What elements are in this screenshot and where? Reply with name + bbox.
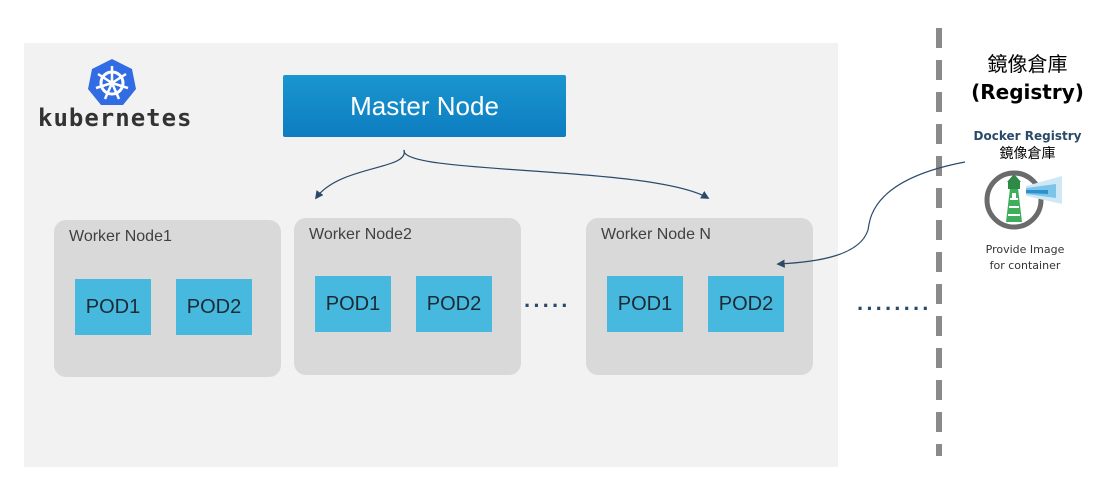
registry-description-line2: for container xyxy=(989,259,1061,272)
worker-node-label: Worker Node2 xyxy=(309,226,412,243)
worker-node-2: Worker Node2 POD1 POD2 xyxy=(294,218,521,375)
pod-box: POD2 xyxy=(176,279,252,335)
kubernetes-logo-icon xyxy=(88,59,136,105)
docker-registry-label: Docker Registry 鏡像倉庫 xyxy=(960,127,1095,163)
worker-node-label: Worker Node1 xyxy=(69,228,172,245)
registry-title: 鏡像倉庫 (Registry) xyxy=(960,50,1095,106)
registry-title-en: (Registry) xyxy=(971,80,1084,104)
ellipsis-between-nodes: ····· xyxy=(524,293,571,318)
registry-title-zh: 鏡像倉庫 xyxy=(987,52,1068,76)
ellipsis-after-nodes: ········ xyxy=(857,296,932,321)
docker-registry-name: Docker Registry xyxy=(973,129,1082,143)
pod-box: POD1 xyxy=(607,276,683,332)
pod-box: POD1 xyxy=(75,279,151,335)
master-node: Master Node xyxy=(283,75,566,137)
pod-box: POD2 xyxy=(416,276,492,332)
pod-box: POD2 xyxy=(708,276,784,332)
registry-description-line1: Provide Image xyxy=(985,243,1065,256)
worker-node-n: Worker Node N POD1 POD2 xyxy=(586,218,813,375)
worker-node-1: Worker Node1 POD1 POD2 xyxy=(54,220,281,377)
kubernetes-wordmark: kubernetes xyxy=(38,104,193,132)
lighthouse-icon xyxy=(984,170,1062,230)
docker-registry-name-zh: 鏡像倉庫 xyxy=(999,146,1056,162)
registry-description: Provide Image for container xyxy=(960,242,1090,274)
pod-box: POD1 xyxy=(315,276,391,332)
registry-divider xyxy=(936,28,942,456)
worker-node-label: Worker Node N xyxy=(601,226,711,243)
